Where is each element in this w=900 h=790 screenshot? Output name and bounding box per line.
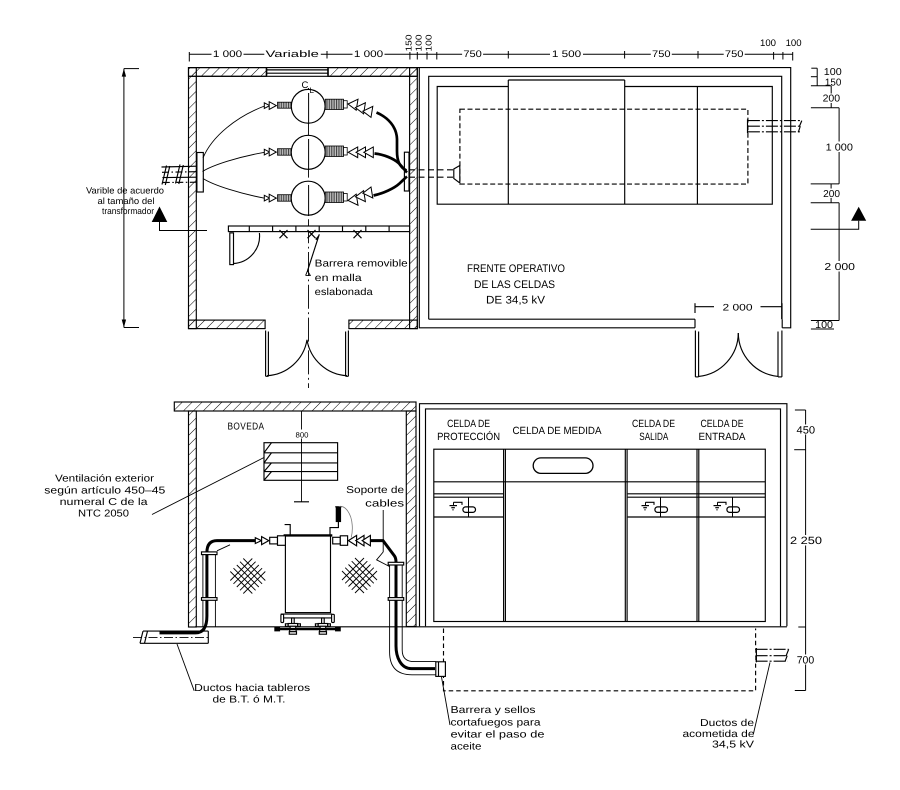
svg-text:450: 450	[797, 424, 816, 436]
svg-text:L: L	[310, 86, 315, 95]
svg-text:1 000: 1 000	[826, 143, 854, 154]
svg-text:DE LAS CELDAS: DE LAS CELDAS	[474, 279, 555, 291]
svg-text:Varible de acuerdo: Varible de acuerdo	[86, 186, 164, 196]
svg-text:evitar el paso de: evitar el paso de	[451, 730, 546, 741]
svg-text:CELDA DE: CELDA DE	[701, 418, 744, 430]
svg-text:200: 200	[823, 189, 840, 200]
svg-text:150: 150	[404, 34, 414, 51]
svg-text:1 000: 1 000	[354, 49, 383, 60]
svg-text:SALIDA: SALIDA	[639, 431, 668, 443]
svg-text:de B.T. ó M.T.: de B.T. ó M.T.	[213, 695, 286, 706]
svg-text:Soporte de: Soporte de	[346, 485, 405, 496]
svg-text:CELDA DE: CELDA DE	[632, 418, 675, 430]
svg-text:según artículo 450–45: según artículo 450–45	[44, 485, 166, 496]
svg-text:en malla: en malla	[315, 273, 363, 284]
svg-text:100: 100	[424, 34, 434, 51]
svg-text:C: C	[302, 80, 309, 91]
svg-text:100: 100	[414, 34, 424, 51]
svg-text:2 250: 2 250	[790, 535, 822, 547]
svg-text:al tamaño del: al tamaño del	[98, 196, 155, 206]
svg-text:100: 100	[786, 38, 802, 49]
svg-text:FRENTE OPERATIVO: FRENTE OPERATIVO	[467, 263, 565, 275]
svg-text:Ductos hacia tableros: Ductos hacia tableros	[194, 683, 310, 694]
svg-text:1 000: 1 000	[213, 49, 242, 60]
svg-text:transformador: transformador	[102, 206, 154, 216]
svg-text:cortafuegos para: cortafuegos para	[451, 718, 542, 729]
svg-text:100: 100	[824, 67, 842, 78]
svg-text:numeral C de la: numeral C de la	[60, 497, 149, 508]
svg-text:750: 750	[652, 49, 671, 60]
svg-text:PROTECCIÓN: PROTECCIÓN	[437, 430, 500, 443]
svg-text:BOVEDA: BOVEDA	[228, 422, 265, 433]
svg-text:NTC 2050: NTC 2050	[78, 509, 129, 520]
svg-text:acometida de: acometida de	[683, 729, 756, 740]
svg-text:aceite: aceite	[451, 742, 483, 753]
svg-text:750: 750	[725, 49, 744, 60]
svg-text:100: 100	[815, 320, 833, 331]
svg-text:CELDA DE: CELDA DE	[447, 418, 490, 430]
svg-text:Variable: Variable	[266, 49, 319, 60]
svg-text:700: 700	[797, 654, 815, 666]
svg-text:100: 100	[760, 38, 776, 49]
svg-text:eslabonada: eslabonada	[315, 287, 373, 298]
svg-text:1 500: 1 500	[552, 49, 581, 60]
svg-text:Barrera removible: Barrera removible	[315, 258, 408, 269]
svg-text:800: 800	[296, 431, 309, 440]
svg-text:DE 34,5 kV: DE 34,5 kV	[486, 294, 546, 306]
svg-text:750: 750	[463, 49, 482, 60]
svg-text:150: 150	[825, 77, 842, 88]
svg-text:Barrera y sellos: Barrera y sellos	[451, 705, 536, 716]
svg-text:cables: cables	[365, 498, 404, 509]
svg-text:2 000: 2 000	[824, 262, 855, 273]
svg-text:ENTRADA: ENTRADA	[699, 431, 746, 443]
svg-text:Ductos de: Ductos de	[700, 718, 755, 729]
svg-text:34,5 kV: 34,5 kV	[712, 740, 754, 751]
svg-text:200: 200	[823, 94, 841, 105]
svg-text:CELDA DE MEDIDA: CELDA DE MEDIDA	[513, 425, 602, 437]
svg-text:2 000: 2 000	[723, 302, 753, 313]
svg-text:Ventilación exterior: Ventilación exterior	[55, 474, 155, 485]
